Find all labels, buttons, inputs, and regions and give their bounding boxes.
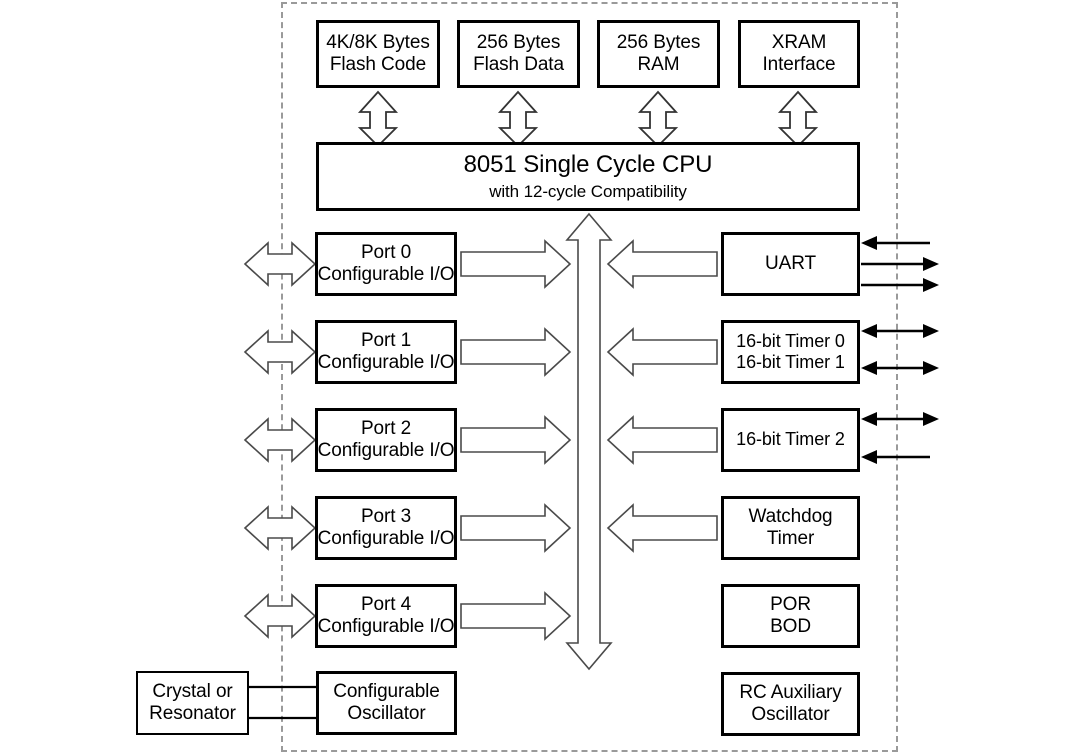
block-port-4: Port 4 Configurable I/O bbox=[315, 584, 457, 648]
block-port-0: Port 0 Configurable I/O bbox=[315, 232, 457, 296]
block-cpu: 8051 Single Cycle CPU with 12-cycle Comp… bbox=[316, 142, 860, 211]
block-rc-osc-line1: RC Auxiliary bbox=[739, 681, 842, 703]
arrow-port-1-bus bbox=[460, 327, 572, 377]
block-timer-2: 16-bit Timer 2 bbox=[721, 408, 860, 472]
block-ram-line2: RAM bbox=[637, 54, 680, 75]
block-port-1-line2: Configurable I/O bbox=[317, 352, 455, 373]
arrow-port-2-bus bbox=[460, 415, 572, 465]
arrow-external-port-0 bbox=[243, 241, 317, 287]
arrow-external-port-3 bbox=[243, 505, 317, 551]
arrow-timer2-bus bbox=[606, 415, 718, 465]
block-port-2-line1: Port 2 bbox=[360, 417, 412, 439]
block-uart-line1: UART bbox=[765, 252, 816, 274]
block-port-3-line2: Configurable I/O bbox=[317, 528, 455, 549]
block-port-2: Port 2 Configurable I/O bbox=[315, 408, 457, 472]
signal-uart-rx bbox=[861, 236, 930, 250]
block-flash-data: 256 Bytes Flash Data bbox=[457, 20, 580, 88]
block-configurable-oscillator: Configurable Oscillator bbox=[316, 671, 457, 735]
signal-uart-tx-1 bbox=[861, 257, 939, 271]
block-xram-interface: XRAM Interface bbox=[738, 20, 860, 88]
arrow-uart-bus bbox=[606, 239, 718, 289]
block-xram-line1: XRAM bbox=[771, 31, 827, 53]
arrow-port-4-bus bbox=[460, 591, 572, 641]
signal-timer2-io bbox=[861, 412, 939, 426]
block-crystal-line1: Crystal or bbox=[152, 680, 233, 702]
block-port-3-line1: Port 3 bbox=[360, 505, 412, 527]
block-flash-code: 4K/8K Bytes Flash Code bbox=[316, 20, 440, 88]
block-por-line: POR bbox=[770, 593, 811, 615]
signal-timer0-io bbox=[861, 324, 939, 338]
block-bod-line: BOD bbox=[770, 616, 811, 637]
arrow-timer01-bus bbox=[606, 327, 718, 377]
block-cpu-line2: with 12-cycle Compatibility bbox=[489, 181, 687, 201]
block-rc-auxiliary-oscillator: RC Auxiliary Oscillator bbox=[721, 672, 860, 736]
arrow-ram-cpu bbox=[637, 90, 679, 148]
arrow-xram-cpu bbox=[777, 90, 819, 148]
block-flash-code-line2: Flash Code bbox=[329, 54, 427, 75]
block-uart: UART bbox=[721, 232, 860, 296]
block-flash-data-line1: 256 Bytes bbox=[476, 31, 561, 53]
block-port-4-line1: Port 4 bbox=[360, 593, 412, 615]
block-por-bod: POR BOD bbox=[721, 584, 860, 648]
block-crystal-line2: Resonator bbox=[149, 703, 236, 724]
arrow-external-port-4 bbox=[243, 593, 317, 639]
internal-bus-arrow bbox=[565, 212, 613, 671]
arrow-port-0-bus bbox=[460, 239, 572, 289]
line-crystal-oscillator bbox=[248, 685, 318, 720]
block-port-4-line2: Configurable I/O bbox=[317, 616, 455, 637]
block-watchdog-line1: Watchdog bbox=[748, 505, 833, 527]
block-timer-2-line1: 16-bit Timer 2 bbox=[736, 429, 845, 450]
block-port-1-line1: Port 1 bbox=[360, 329, 412, 351]
arrow-external-port-2 bbox=[243, 417, 317, 463]
block-xram-line2: Interface bbox=[762, 54, 836, 75]
signal-uart-tx-2 bbox=[861, 278, 939, 292]
signal-timer2-in bbox=[861, 450, 930, 464]
block-config-osc-line1: Configurable bbox=[333, 680, 440, 702]
arrow-flash-code-cpu bbox=[357, 90, 399, 148]
block-port-2-line2: Configurable I/O bbox=[317, 440, 455, 461]
block-ram: 256 Bytes RAM bbox=[597, 20, 720, 88]
block-timer-1-line: 16-bit Timer 1 bbox=[736, 352, 845, 372]
arrow-watchdog-bus bbox=[606, 503, 718, 553]
arrow-flash-data-cpu bbox=[497, 90, 539, 148]
arrow-port-3-bus bbox=[460, 503, 572, 553]
block-rc-osc-line2: Oscillator bbox=[751, 704, 830, 725]
block-port-1: Port 1 Configurable I/O bbox=[315, 320, 457, 384]
block-ram-line1: 256 Bytes bbox=[616, 31, 701, 53]
block-watchdog-line2: Timer bbox=[766, 528, 815, 549]
block-port-0-line1: Port 0 bbox=[360, 241, 412, 263]
block-watchdog-timer: Watchdog Timer bbox=[721, 496, 860, 560]
block-flash-data-line2: Flash Data bbox=[473, 54, 564, 75]
block-port-0-line2: Configurable I/O bbox=[317, 264, 455, 285]
signal-timer1-io bbox=[861, 361, 939, 375]
block-cpu-line1: 8051 Single Cycle CPU bbox=[463, 151, 713, 179]
block-timer-0-1: 16-bit Timer 0 16-bit Timer 1 bbox=[721, 320, 860, 384]
block-timer-0-line: 16-bit Timer 0 bbox=[736, 330, 845, 351]
arrow-external-port-1 bbox=[243, 329, 317, 375]
block-crystal-resonator: Crystal or Resonator bbox=[136, 671, 249, 735]
block-flash-code-line1: 4K/8K Bytes bbox=[326, 31, 430, 53]
block-port-3: Port 3 Configurable I/O bbox=[315, 496, 457, 560]
block-config-osc-line2: Oscillator bbox=[347, 703, 426, 724]
